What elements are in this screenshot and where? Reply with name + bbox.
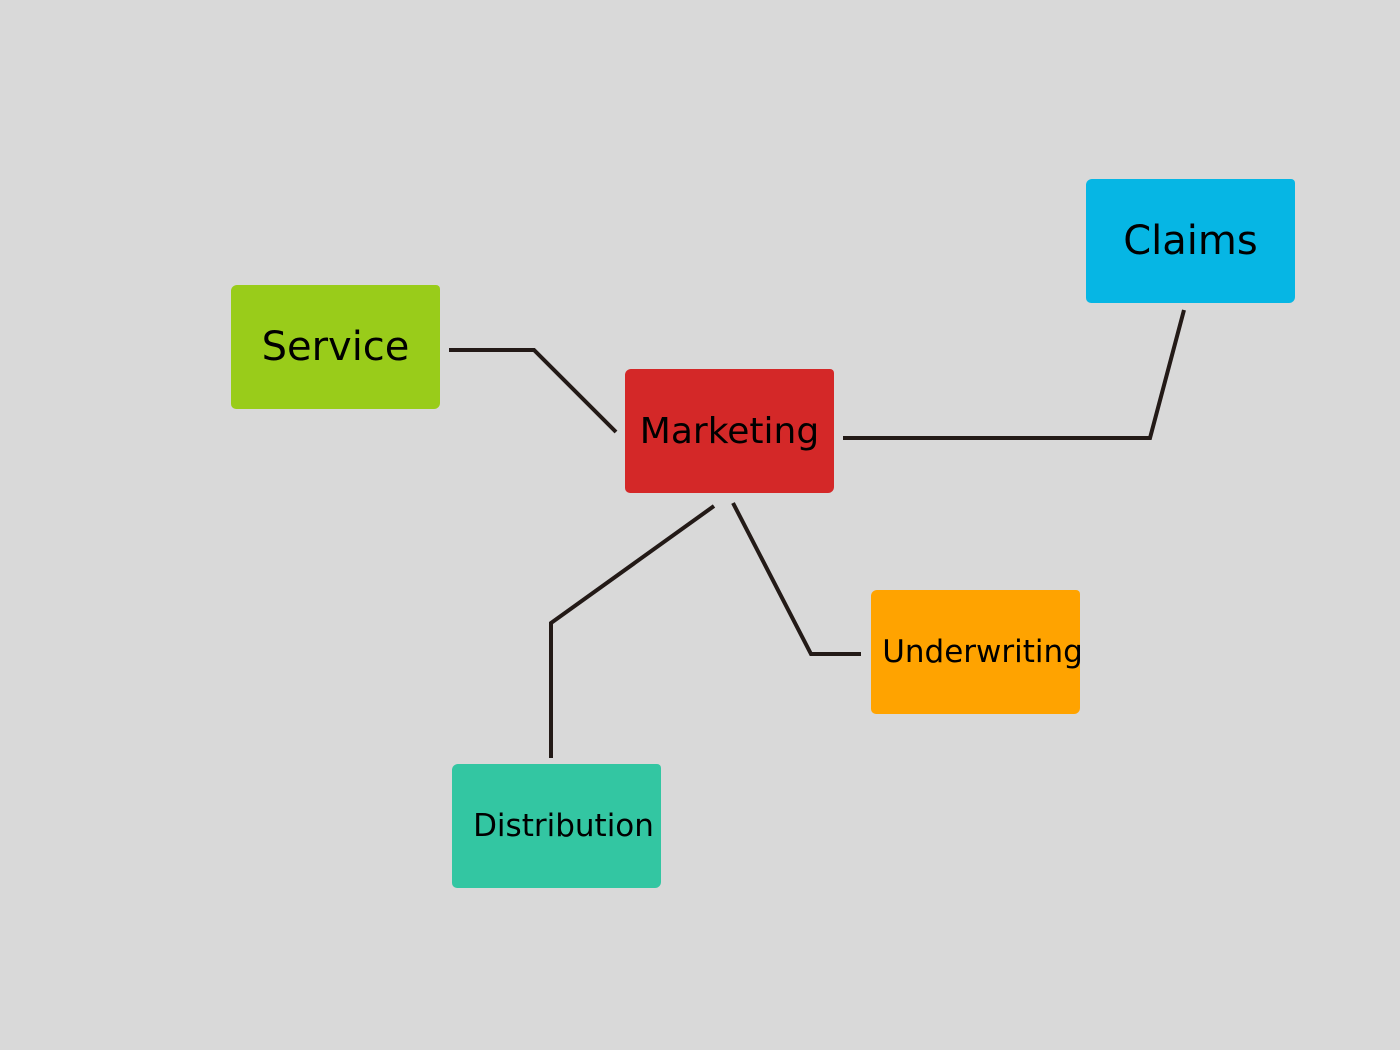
- connector-marketing-distribution: [549, 504, 716, 758]
- node-service[interactable]: Service: [231, 285, 440, 409]
- node-label: Claims: [1123, 218, 1258, 264]
- node-label: Marketing: [639, 410, 820, 452]
- node-distribution[interactable]: Distribution: [452, 764, 661, 888]
- connector-marketing-claims: [843, 309, 1186, 440]
- node-label: Service: [261, 324, 410, 370]
- node-claims[interactable]: Claims: [1086, 179, 1295, 303]
- node-label: Distribution: [473, 808, 654, 844]
- node-label: Underwriting: [882, 634, 1083, 670]
- connector-marketing-underwriting: [731, 502, 861, 656]
- connector-service-marketing: [449, 348, 618, 434]
- node-marketing[interactable]: Marketing: [625, 369, 834, 493]
- node-underwriting[interactable]: Underwriting: [871, 590, 1083, 714]
